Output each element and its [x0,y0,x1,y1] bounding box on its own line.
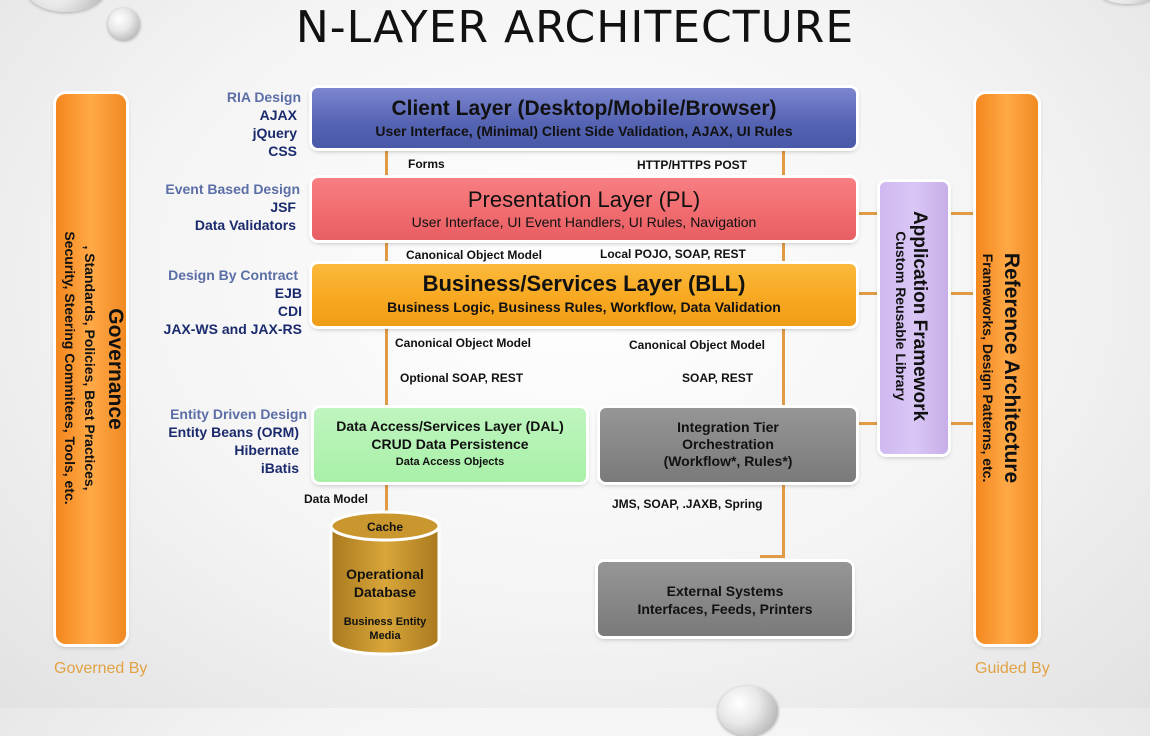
governance-subtitle-1: , Standards, Policies, Best Practices, [82,245,98,491]
decorative-bubble-small [108,8,140,40]
connector-line-int-af [856,422,880,425]
connector-line-bll-af [856,292,880,295]
database-line1: Operational [346,566,424,582]
governance-title: Governance [104,308,127,430]
external-line2: Interfaces, Feeds, Printers [637,601,813,617]
data-access-line2: CRUD Data Persistence [371,436,529,452]
tech-item: CDI [277,303,302,319]
page-title: N-LAYER ARCHITECTURE [295,2,855,53]
connector-optional-soap: Optional SOAP, REST [400,371,524,385]
external-line1: External Systems [666,583,784,599]
tech-group-event: Event Based Design JSF Data Validators [130,180,300,234]
connector-line-af-ref-3 [950,422,976,425]
connector-jms: JMS, SOAP, .JAXB, Spring [612,497,763,511]
operational-database-cylinder [329,510,441,656]
presentation-layer-title: Presentation Layer (PL) [467,187,701,212]
tech-group-head: RIA Design [226,89,301,105]
reference-architecture-title: Reference Architecture [1000,252,1023,484]
reference-architecture-subtitle: Frameworks, Design Patterns, etc. [980,253,996,483]
connector-line-right [782,150,785,558]
governance-subtitle-2: Security, Steering Commitees, Tools, etc… [62,231,78,505]
connector-data-model: Data Model [304,492,369,506]
database-line4: Media [369,630,401,642]
tech-item: Hibernate [234,442,299,458]
connector-line-af-ref-2 [950,292,976,295]
connector-canonical-1: Canonical Object Model [406,248,543,262]
tech-group-head: Design By Contract [168,267,298,283]
tech-group-entity: Entity Driven Design Entity Beans (ORM) … [130,405,307,477]
client-layer-title: Client Layer (Desktop/Mobile/Browser) [391,97,777,120]
tech-item: Entity Beans (ORM) [168,424,299,440]
connector-line-ext [760,555,785,558]
integration-line2: Orchestration [682,436,774,452]
connector-local-pojo: Local POJO, SOAP, REST [600,247,746,261]
business-layer-title: Business/Services Layer (BLL) [422,271,746,296]
tech-item: Data Validators [194,217,296,233]
client-layer-box: Client Layer (Desktop/Mobile/Browser) Us… [312,88,856,148]
connector-canonical-3: Canonical Object Model [629,338,766,352]
integration-tier-box: Integration Tier Orchestration (Workflow… [600,408,856,482]
tech-group-head: Entity Driven Design [170,406,307,422]
tech-item: EJB [274,285,302,301]
connector-http-post: HTTP/HTTPS POST [637,158,748,172]
application-framework-box [880,182,948,454]
database-label: Operational Database [330,565,440,601]
tech-item: AJAX [259,107,297,123]
data-access-layer-box: Data Access/Services Layer (DAL) CRUD Da… [314,408,586,482]
tech-group-ria: RIA Design AJAX jQuery CSS [150,88,301,160]
data-access-line3: Data Access Objects [395,456,505,468]
governed-by-label: Governed By [54,660,148,677]
connector-line-af-ref-1 [950,212,976,215]
tech-item: jQuery [252,125,297,141]
tech-group-contract: Design By Contract EJB CDI JAX-WS and JA… [130,266,302,338]
connector-soap-rest: SOAP, REST [682,371,754,385]
tech-item: iBatis [260,460,299,476]
client-layer-subtitle: User Interface, (Minimal) Client Side Va… [375,123,793,139]
presentation-layer-box: Presentation Layer (PL) User Interface, … [312,178,856,240]
database-sub-label: Business Entity Media [330,615,440,643]
decorative-bubble-top-right [1098,0,1150,4]
integration-line3: (Workflow*, Rules*) [663,453,793,469]
decorative-bubble-bottom [718,686,778,736]
tech-group-head: Event Based Design [165,181,300,197]
tech-item: CSS [268,143,297,159]
external-systems-box: External Systems Interfaces, Feeds, Prin… [598,562,852,636]
database-line2: Database [353,584,417,600]
connector-line-pl-af [856,212,880,215]
tech-item: JAX-WS and JAX-RS [163,321,302,337]
connector-forms: Forms [408,157,445,171]
database-cache-label: Cache [366,520,404,534]
reference-architecture-bar [976,94,1038,644]
tech-item: JSF [270,199,296,215]
business-layer-subtitle: Business Logic, Business Rules, Workflow… [387,299,781,315]
connector-canonical-2: Canonical Object Model [395,336,532,350]
presentation-layer-subtitle: User Interface, UI Event Handlers, UI Ru… [411,214,757,230]
business-layer-box: Business/Services Layer (BLL) Business L… [312,264,856,326]
database-line3: Business Entity [343,616,427,628]
data-access-line1: Data Access/Services Layer (DAL) [336,418,564,434]
application-framework-subtitle: Custom Reusable Library [893,231,909,401]
integration-line1: Integration Tier [677,419,779,435]
governance-bar [56,94,126,644]
guided-by-label: Guided By [975,660,1050,677]
connector-line-left [385,150,388,522]
